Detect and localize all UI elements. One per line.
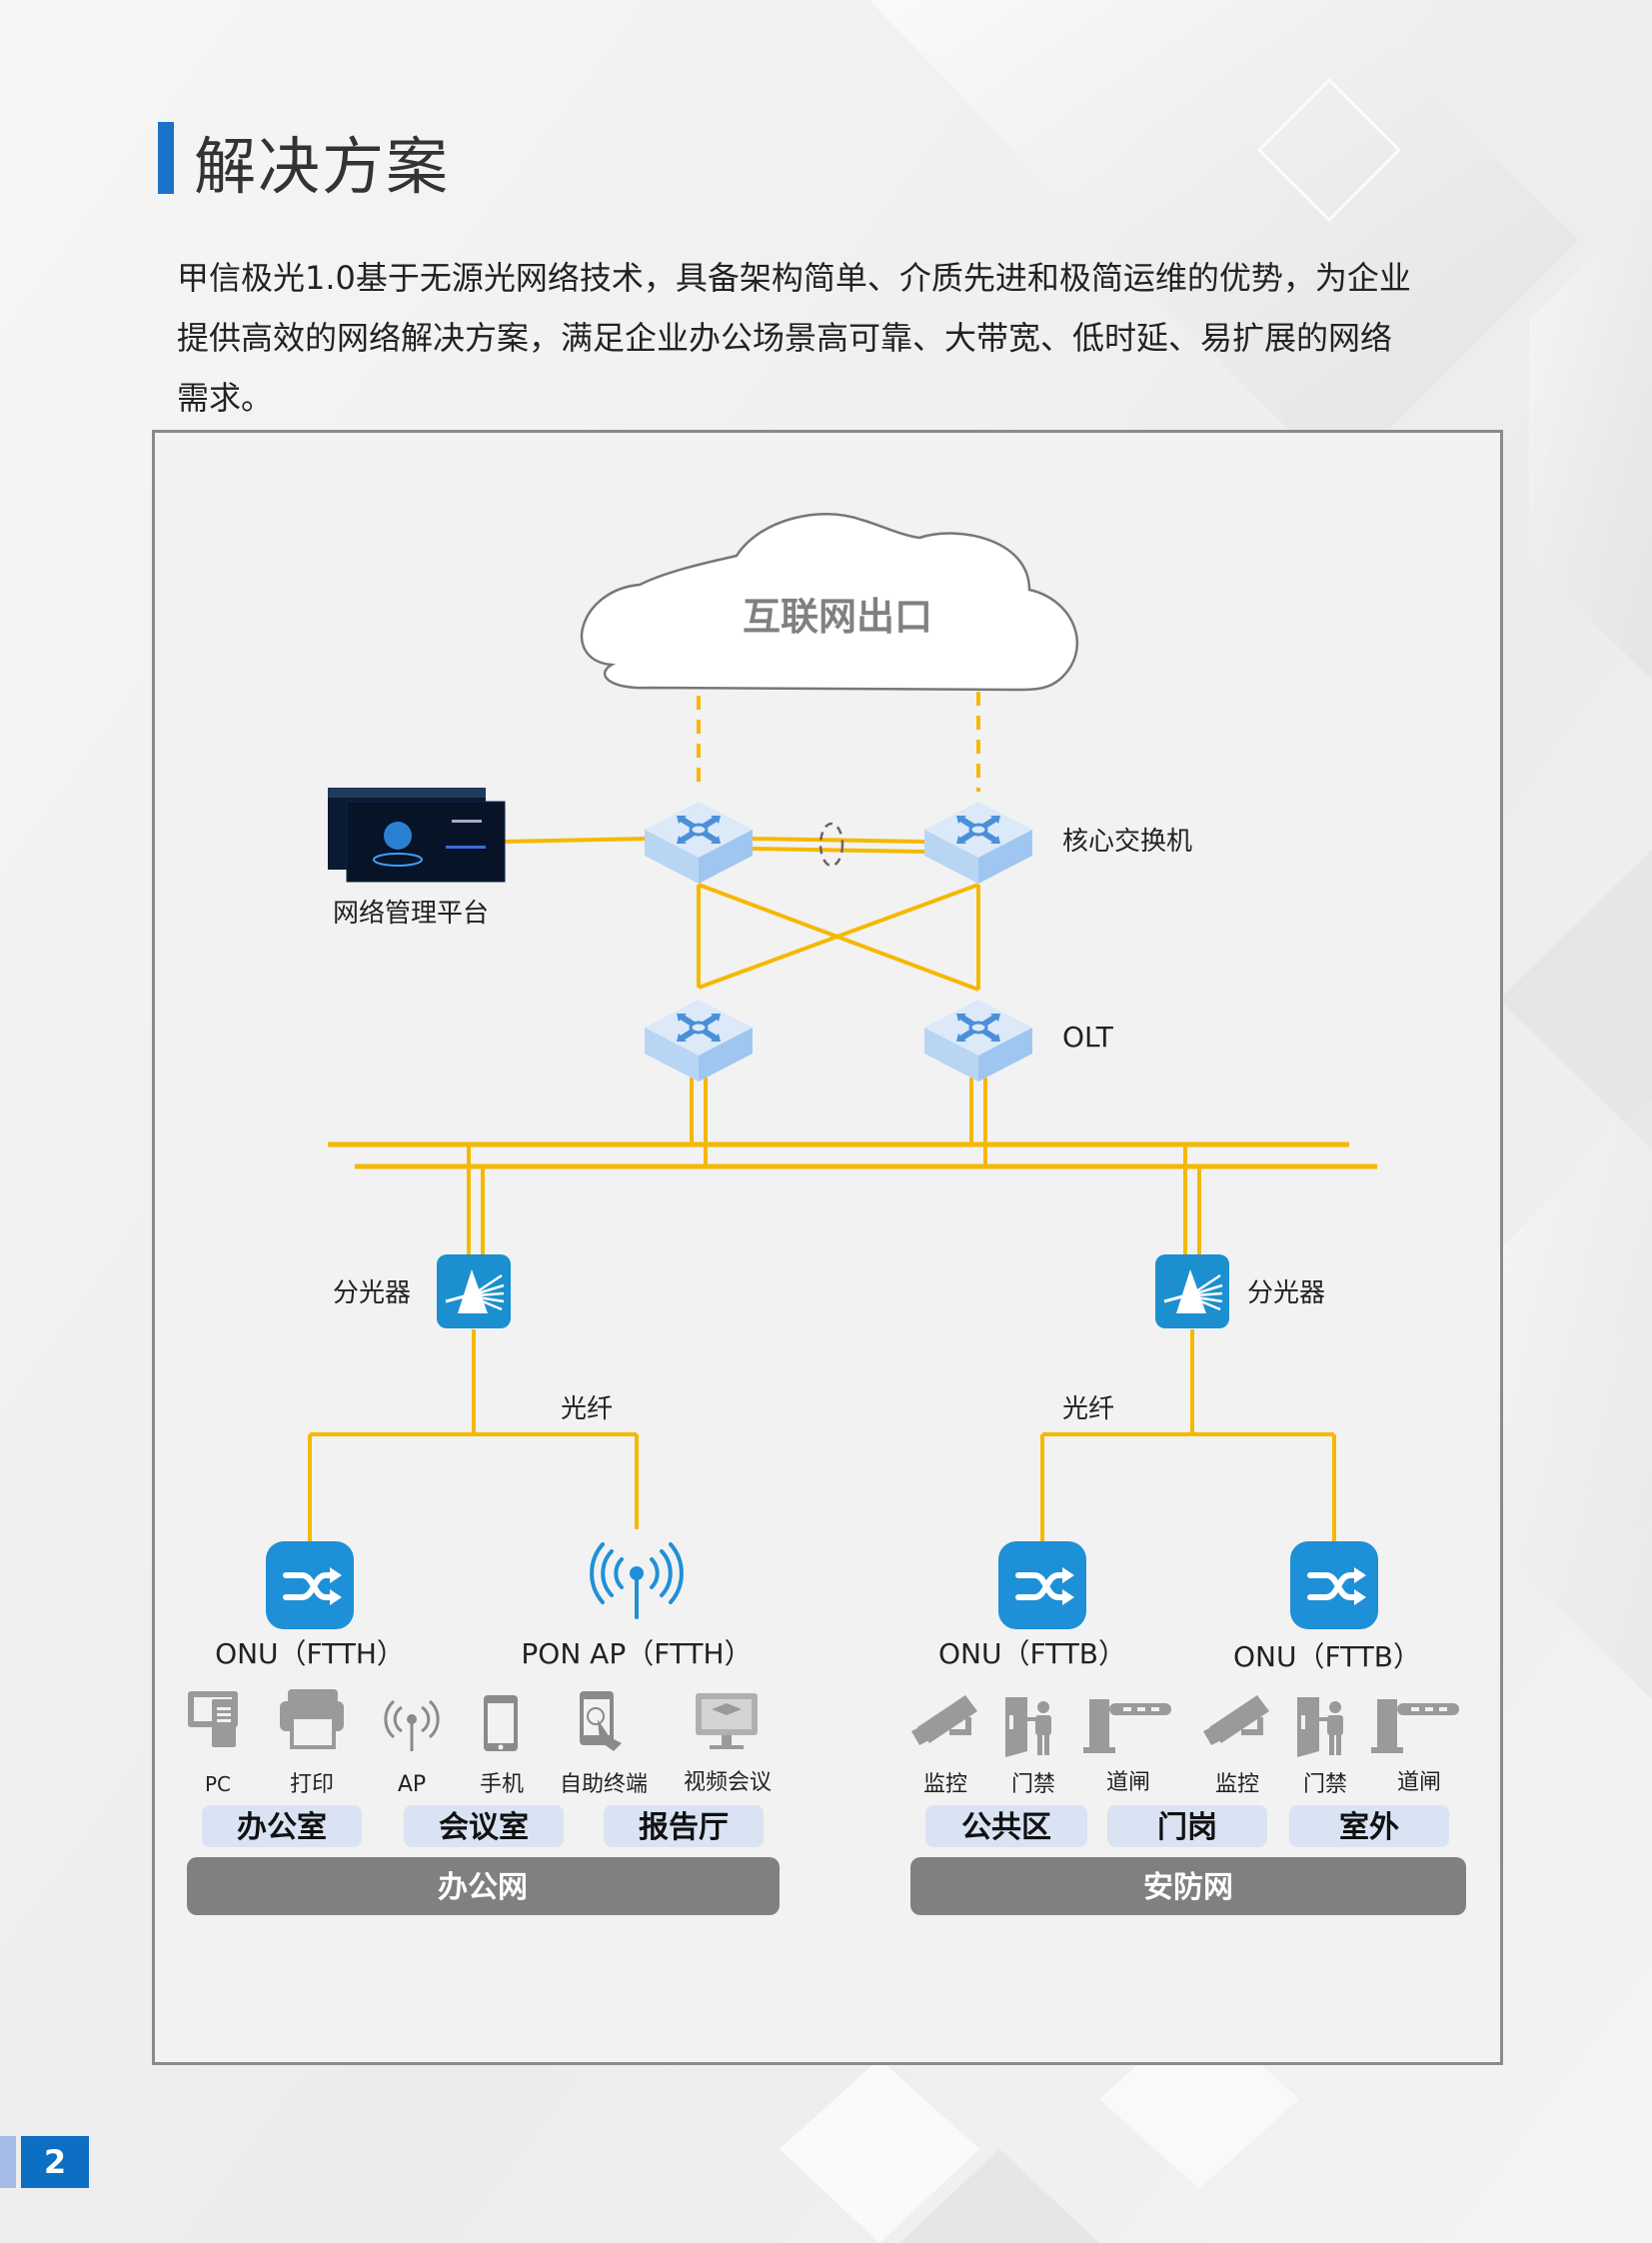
camera-icon [1203, 1695, 1269, 1745]
zone-pill [202, 1805, 362, 1847]
endpoint-label: 道闸 [1397, 1770, 1441, 1795]
security-network-label: 安防网 [1143, 1870, 1233, 1905]
barrier-gate-icon [1083, 1699, 1171, 1753]
zone-label: 会议室 [439, 1810, 529, 1845]
access-control-icon [1005, 1697, 1051, 1757]
endpoint-label: PC [205, 1772, 231, 1796]
office-zones: 办公室 会议室 报告厅 [202, 1805, 764, 1847]
endpoint-label: AP [398, 1772, 426, 1797]
onu-label: ONU（FTTH） [215, 1637, 405, 1670]
core-switch-right[interactable] [924, 802, 1032, 884]
onu-label: ONU（FTTB） [1233, 1640, 1421, 1673]
ap-icon [384, 1699, 440, 1751]
splitter-right[interactable] [1153, 1252, 1231, 1330]
zone-pill [404, 1805, 564, 1847]
endpoint-label: 门禁 [1303, 1772, 1347, 1797]
page-tab-accent [0, 2136, 16, 2188]
fiber-right-label: 光纤 [1062, 1394, 1114, 1424]
endpoint-label: 监控 [1215, 1772, 1259, 1797]
zone-label: 公共区 [961, 1810, 1051, 1845]
zone-label: 办公室 [237, 1810, 327, 1845]
stack-link-indicator [819, 822, 844, 868]
title-accent-bar [158, 122, 174, 194]
intro-line: 提供高效的网络解决方案，满足企业办公场景高可靠、大带宽、低时延、易扩展的网络 [177, 319, 1393, 357]
access-control-icon [1297, 1697, 1343, 1757]
internet-cloud: 互联网出口 [581, 513, 1078, 692]
endpoint-label: 监控 [923, 1772, 967, 1797]
endpoint-label: 自助终端 [560, 1772, 648, 1797]
endpoint-label: 手机 [480, 1772, 524, 1797]
management-platform-label: 网络管理平台 [333, 899, 489, 929]
office-network-label: 办公网 [438, 1870, 528, 1905]
olt-right[interactable] [924, 1000, 1032, 1082]
camera-icon [911, 1695, 977, 1745]
endpoint-label: 门禁 [1011, 1772, 1055, 1797]
fiber-left-label: 光纤 [561, 1394, 613, 1424]
security-network-bar [910, 1857, 1466, 1915]
pon-ap-icon[interactable] [590, 1542, 684, 1619]
zone-pill [925, 1805, 1087, 1847]
office-network-bar [187, 1857, 780, 1915]
endpoint-label: 道闸 [1106, 1770, 1150, 1795]
splitter-right-label: 分光器 [1247, 1278, 1325, 1308]
core-switch-label: 核心交换机 [1062, 827, 1192, 857]
intro-line: 需求。 [177, 379, 274, 417]
phone-icon [484, 1695, 518, 1751]
diagram-frame [152, 430, 1503, 2065]
olt-label: OLT [1062, 1021, 1114, 1054]
video-conference-icon [696, 1693, 758, 1749]
intro-paragraph: 甲信极光1.0基于无源光网络技术，具备架构简单、介质先进和极简运维的优势，为企业… [177, 248, 1476, 428]
endpoint-label: 打印 [290, 1772, 334, 1797]
onu-label: ONU（FTTB） [938, 1637, 1126, 1670]
intro-line: 甲信极光1.0基于无源光网络技术，具备架构简单、介质先进和极简运维的优势，为企业 [177, 259, 1411, 297]
splitter-left-label: 分光器 [333, 1278, 411, 1308]
onu-ftth[interactable] [266, 1541, 354, 1629]
zone-label: 门岗 [1157, 1810, 1217, 1845]
zone-pill [1107, 1805, 1267, 1847]
zone-pill [1289, 1805, 1449, 1847]
fiber-links [308, 837, 1377, 1541]
olt-left[interactable] [645, 1000, 753, 1082]
zone-label: 室外 [1339, 1810, 1399, 1845]
onu-label: PON AP（FTTH） [521, 1637, 752, 1670]
core-switch-left[interactable] [645, 802, 753, 884]
zone-pill [604, 1805, 764, 1847]
security-zones: 公共区 门岗 室外 [925, 1805, 1449, 1847]
page-title: 解决方案 [194, 130, 451, 203]
barrier-gate-icon [1371, 1699, 1459, 1753]
onu-fttb-right[interactable] [1290, 1541, 1378, 1629]
pc-icon [188, 1691, 238, 1747]
internet-uplinks [697, 692, 980, 792]
endpoint-label: 视频会议 [684, 1770, 772, 1795]
zone-label: 报告厅 [639, 1810, 729, 1845]
kiosk-icon [580, 1691, 622, 1751]
onu-fttb-left[interactable] [998, 1541, 1086, 1629]
cloud-label: 互联网出口 [743, 595, 932, 639]
printer-icon [280, 1689, 344, 1749]
management-platform-screenshot [328, 788, 506, 883]
page-number: 2 [21, 2136, 89, 2188]
splitter-left[interactable] [435, 1252, 513, 1330]
